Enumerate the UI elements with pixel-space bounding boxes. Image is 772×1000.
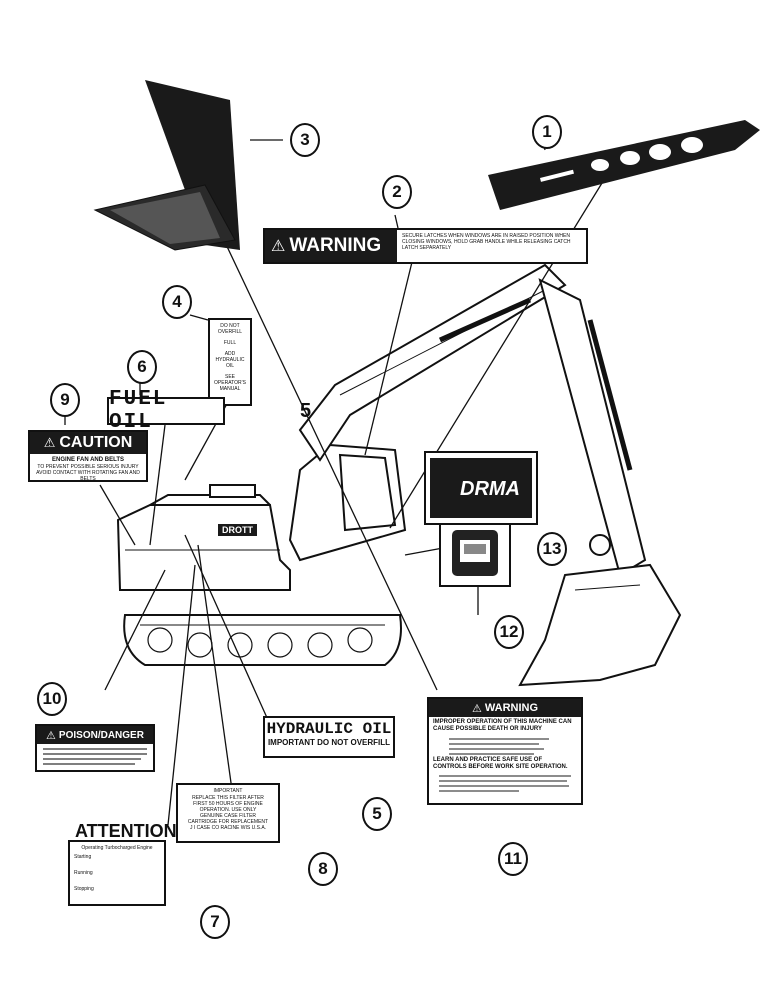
decal-7-attention: Operating Turbocharged Engine Starting R… (68, 840, 166, 906)
decal-9-title: ENGINE FAN AND BELTS (51, 457, 124, 463)
boom-label: 5 (300, 400, 312, 422)
warning-triangle-icon: ⚠ (471, 702, 482, 715)
decal-10-poison-danger: ⚠ POISON/DANGER (35, 724, 155, 772)
decal-9-text: TO PREVENT POSSIBLE SERIOUS INJURY AVOID… (36, 464, 140, 482)
decal-11-fine-print-1 (449, 738, 549, 755)
decal-2-header: WARNING (289, 235, 382, 256)
decal-8-line-3: FIRST 50 HOURS OF ENGINE (193, 801, 263, 807)
callout-4: 4 (162, 285, 192, 319)
callout-12: 12 (494, 615, 524, 649)
callout-5: 5 (362, 797, 392, 831)
decal-5-hydraulic-oil: HYDRAULIC OIL IMPORTANT DO NOT OVERFILL (263, 716, 395, 758)
decal-5-line-1: HYDRAULIC OIL (266, 720, 392, 738)
callout-3: 3 (290, 123, 320, 157)
decal-8-line-1: IMPORTANT (213, 788, 243, 794)
decal-4-line-1: DO NOT OVERFILL (217, 323, 243, 335)
decal-4-oil-level: DO NOT OVERFILL FULL ADD HYDRAULIC OIL S… (208, 318, 252, 406)
decal-7-line-2: Starting (74, 854, 92, 860)
decal-6-fuel-oil: FUEL OIL (107, 388, 225, 434)
decal-8-line-6: CARTRIDGE FOR REPLACEMENT (187, 819, 269, 825)
decal-13-text: DRMA (460, 478, 520, 500)
callout-9: 9 (50, 383, 80, 417)
callout-13: 13 (537, 532, 567, 566)
decal-2-text: SECURE LATCHES WHEN WINDOWS ARE IN RAISE… (402, 233, 571, 251)
decal-4-line-4: SEE OPERATOR'S MANUAL (214, 374, 246, 392)
machine-side-label: DROTT (218, 524, 257, 536)
decal-11-warning: ⚠ WARNING IMPROPER OPERATION OF THIS MAC… (427, 697, 583, 805)
callout-8: 8 (308, 852, 338, 886)
decal-10-fine-print (43, 748, 147, 765)
warning-triangle-icon: ⚠ (271, 238, 286, 255)
callout-1: 1 (532, 115, 562, 149)
decal-6-text: FUEL OIL (109, 388, 168, 434)
decal-2-warning: ⚠ WARNING SECURE LATCHES WHEN WINDOWS AR… (263, 228, 588, 264)
decal-8-line-4: OPERATION. USE ONLY (199, 807, 257, 813)
warning-triangle-icon: ⚠ (43, 435, 56, 450)
decal-9-header: CAUTION (59, 434, 133, 451)
decal-8-line-2: REPLACE THIS FILTER AFTER (192, 795, 264, 801)
callout-11: 11 (498, 842, 528, 876)
callout-2: 2 (382, 175, 412, 209)
decal-7-line-3: Running (74, 870, 93, 876)
decal-10-header: POISON/DANGER (58, 729, 144, 741)
decal-5-line-2: IMPORTANT DO NOT OVERFILL (267, 738, 391, 747)
decal-8-filter-notice: IMPORTANT REPLACE THIS FILTER AFTER FIRS… (176, 783, 280, 843)
callout-7: 7 (200, 905, 230, 939)
callout-10: 10 (37, 682, 67, 716)
decal-4-line-2: FULL (223, 340, 237, 346)
decal-11-fine-print-2 (439, 775, 571, 792)
decal-8-line-5: GENUINE CASE FILTER (199, 813, 257, 819)
decal-4-line-3: ADD HYDRAULIC OIL (215, 351, 245, 369)
decal-11-intro: IMPROPER OPERATION OF THIS MACHINE CAN C… (433, 719, 572, 732)
callout-6: 6 (127, 350, 157, 384)
decal-7-header: ATTENTION (75, 821, 177, 841)
decal-11-line-2: LEARN AND PRACTICE SAFE USE OF CONTROLS … (433, 757, 568, 770)
decal-7-line-1: Operating Turbocharged Engine (81, 845, 153, 851)
warning-triangle-icon: ⚠ (46, 729, 56, 742)
decal-7-line-4: Stopping (74, 886, 94, 892)
decal-11-header: WARNING (484, 702, 539, 714)
decal-8-line-7: J I CASE CO RACINE WIS U.S.A. (189, 825, 267, 831)
decal-9-caution: ⚠ CAUTION ENGINE FAN AND BELTS TO PREVEN… (28, 430, 148, 482)
